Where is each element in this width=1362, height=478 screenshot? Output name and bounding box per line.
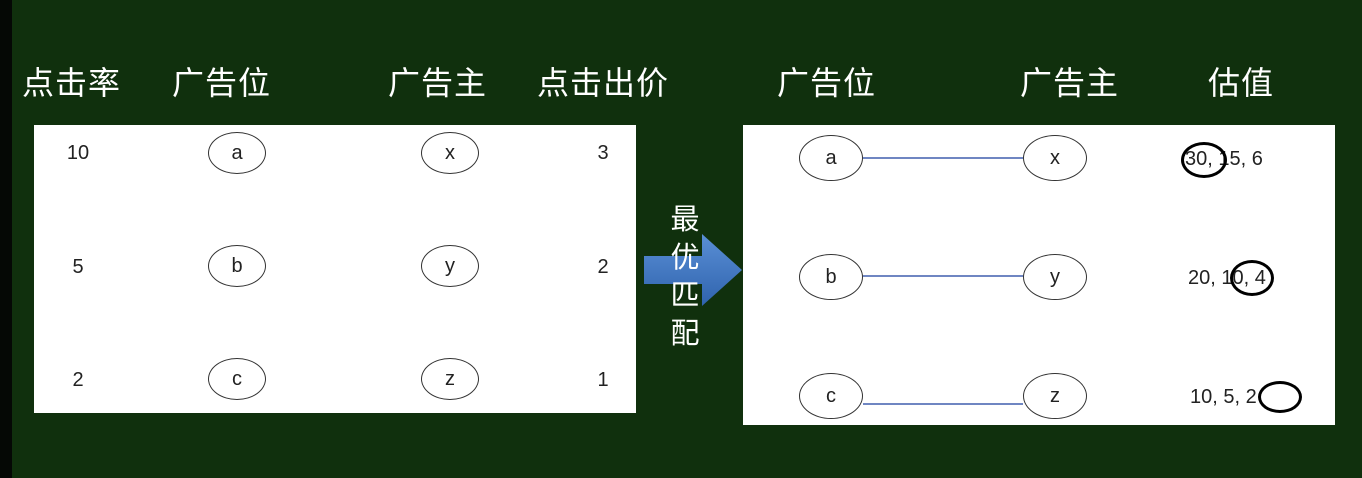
optimal-matching-panel: a x 30, 15, 6 b y 20, 10, 4 c z 10, 5, 2 (743, 125, 1335, 425)
valuation-value: 5 (1223, 386, 1235, 408)
slot-node: a (799, 135, 863, 181)
valuation-value: 20 (1188, 267, 1211, 289)
match-edge (863, 403, 1023, 405)
advertiser-node: z (421, 358, 479, 400)
advertiser-node: x (421, 132, 479, 174)
header-advertiser: 广告主 (388, 64, 488, 102)
slot-node: b (208, 245, 266, 287)
valuation-value: 10 (1190, 386, 1213, 408)
slot-node: c (208, 358, 266, 400)
header-advertiser-right: 广告主 (1020, 64, 1120, 102)
valuation-value: 6 (1251, 148, 1263, 170)
ctr-value: 10 (66, 142, 90, 164)
valuation-value: 2 (1245, 386, 1257, 408)
advertiser-node: y (1023, 254, 1087, 300)
header-click-bid: 点击出价 (537, 64, 670, 102)
slot-node: b (799, 254, 863, 300)
input-bipartite-panel: 10 a x 3 5 b y 2 2 c z 1 (34, 125, 636, 413)
advertiser-node: x (1023, 135, 1087, 181)
advertiser-node: z (1023, 373, 1087, 419)
bid-value: 3 (597, 142, 609, 164)
valuation-list: 10, 5, 2 (1190, 386, 1257, 408)
bid-value: 2 (597, 256, 609, 278)
header-ctr: 点击率 (22, 64, 122, 102)
screen-edge (0, 0, 12, 478)
slot-node: a (208, 132, 266, 174)
header-valuation: 估值 (1208, 64, 1275, 102)
match-edge (863, 157, 1023, 159)
header-ad-slot-right: 广告位 (777, 64, 877, 102)
match-edge (863, 275, 1023, 277)
ctr-value: 5 (72, 256, 84, 278)
arrow-right-icon (644, 234, 742, 306)
arrow-label-char: 匹 (670, 278, 700, 312)
arrow-label-char: 最 (670, 202, 700, 236)
header-ad-slot: 广告位 (172, 64, 272, 102)
arrow-label-char: 优 (670, 240, 700, 274)
advertiser-node: y (421, 245, 479, 287)
selected-valuation-circle (1181, 142, 1227, 178)
ctr-value: 2 (72, 369, 84, 391)
slot-node: c (799, 373, 863, 419)
selected-valuation-circle (1230, 260, 1274, 296)
bid-value: 1 (597, 369, 609, 391)
arrow-label-char: 配 (670, 316, 700, 350)
selected-valuation-circle (1258, 381, 1302, 413)
